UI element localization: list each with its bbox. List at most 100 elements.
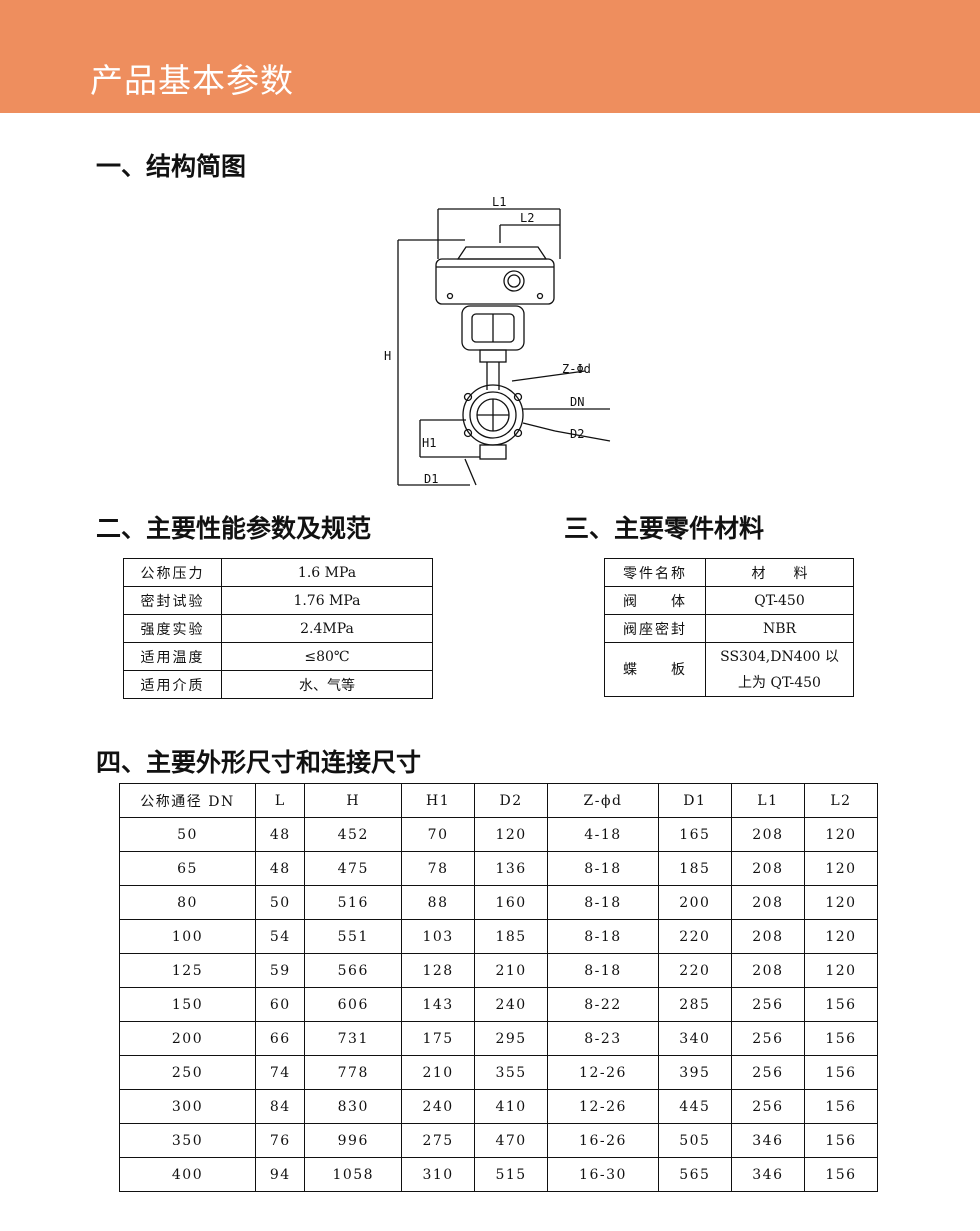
table-cell: 355 [474, 1055, 549, 1090]
label-d2: D2 [570, 427, 584, 441]
table-cell: 275 [401, 1123, 476, 1158]
table-cell: 156 [803, 1021, 879, 1056]
table-cell: 70 [401, 817, 476, 852]
column-header: D1 [657, 783, 732, 818]
table-cell: 120 [803, 817, 879, 852]
label-z-phi-d: Z-Φd [562, 362, 591, 376]
table-cell: 346 [730, 1123, 805, 1158]
table-cell: 8-22 [547, 987, 659, 1022]
label-l1: L1 [492, 195, 506, 209]
table-cell: 120 [474, 817, 549, 852]
column-header: 公称通径 DN [119, 783, 256, 818]
table-cell: 76 [254, 1123, 306, 1158]
table-cell: 78 [401, 851, 476, 886]
table-cell: 16-26 [547, 1123, 659, 1158]
table-cell: 156 [803, 987, 879, 1022]
part-material-line: 上为 QT-450 [738, 674, 821, 691]
table-cell: 515 [474, 1157, 549, 1192]
valve-structure-drawing: L1 L2 H Z-Φd DN D2 H1 D1 [384, 195, 611, 486]
part-material: SS304,DN400 以上为 QT-450 [705, 642, 854, 697]
table-header-row: 零件名称材 料 [604, 558, 854, 587]
material-header-part: 零件名称 [604, 558, 706, 587]
table-cell: 143 [401, 987, 476, 1022]
table-cell: 220 [657, 953, 732, 988]
table-cell: 256 [730, 1089, 805, 1124]
table-cell: 830 [304, 1089, 403, 1124]
section-title-performance: 二、主要性能参数及规范 [96, 514, 372, 543]
table-cell: 74 [254, 1055, 306, 1090]
table-row: 适用温度≤80℃ [123, 642, 433, 671]
table-cell: 208 [730, 953, 805, 988]
part-name: 蝶 板 [604, 642, 706, 697]
table-cell: 346 [730, 1157, 805, 1192]
table-cell: 551 [304, 919, 403, 954]
table-cell: 505 [657, 1123, 732, 1158]
table-cell: 8-18 [547, 885, 659, 920]
table-cell: 120 [803, 953, 879, 988]
table-cell: 60 [254, 987, 306, 1022]
table-cell: 54 [254, 919, 306, 954]
table-cell: 200 [119, 1021, 256, 1056]
table-cell: 8-18 [547, 919, 659, 954]
table-cell: 84 [254, 1089, 306, 1124]
table-cell: 350 [119, 1123, 256, 1158]
label-h1: H1 [422, 436, 436, 450]
table-cell: 240 [474, 987, 549, 1022]
section-title-structure: 一、结构简图 [96, 152, 247, 181]
param-value: 1.76 MPa [221, 586, 433, 615]
table-cell: 285 [657, 987, 732, 1022]
table-cell: 208 [730, 851, 805, 886]
table-cell: 103 [401, 919, 476, 954]
part-material: QT-450 [705, 586, 854, 615]
table-cell: 310 [401, 1157, 476, 1192]
column-header: Z-ϕd [547, 783, 659, 818]
column-header: L [254, 783, 306, 818]
table-cell: 100 [119, 919, 256, 954]
table-cell: 565 [657, 1157, 732, 1192]
table-cell: 300 [119, 1089, 256, 1124]
param-label: 强度实验 [123, 614, 222, 643]
table-cell: 295 [474, 1021, 549, 1056]
table-cell: 120 [803, 919, 879, 954]
table-cell: 120 [803, 851, 879, 886]
header-banner: 产品基本参数 [0, 0, 980, 113]
table-cell: 156 [803, 1055, 879, 1090]
param-label: 适用介质 [123, 670, 222, 699]
table-cell: 88 [401, 885, 476, 920]
table-cell: 256 [730, 1021, 805, 1056]
table-cell: 4-18 [547, 817, 659, 852]
table-cell: 48 [254, 851, 306, 886]
table-cell: 12-26 [547, 1089, 659, 1124]
table-cell: 778 [304, 1055, 403, 1090]
table-cell: 250 [119, 1055, 256, 1090]
table-cell: 400 [119, 1157, 256, 1192]
table-cell: 210 [401, 1055, 476, 1090]
table-cell: 128 [401, 953, 476, 988]
table-cell: 996 [304, 1123, 403, 1158]
table-cell: 120 [803, 885, 879, 920]
table-cell: 340 [657, 1021, 732, 1056]
table-cell: 125 [119, 953, 256, 988]
part-material-line: SS304,DN400 以 [720, 648, 839, 665]
label-h: H [384, 349, 391, 363]
param-label: 公称压力 [123, 558, 222, 587]
table-cell: 66 [254, 1021, 306, 1056]
table-cell: 156 [803, 1089, 879, 1124]
label-l2: L2 [520, 211, 534, 225]
part-name: 阀 体 [604, 586, 706, 615]
section-title-materials: 三、主要零件材料 [564, 514, 765, 543]
